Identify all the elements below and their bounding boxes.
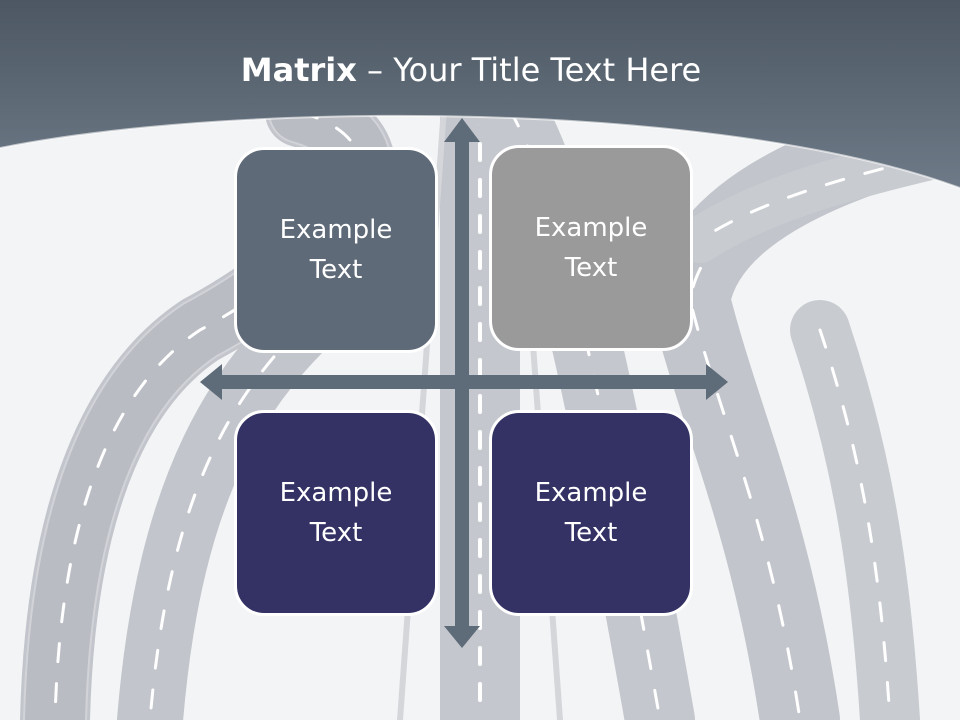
title-rest: – Your Title Text Here [356,51,702,89]
right-arrowhead [706,364,728,400]
vertical-axis [455,140,469,630]
bottom-arrowhead [444,626,480,648]
quadrant-bottom-right: Example Text [489,410,693,616]
quadrant-bottom-left: Example Text [234,410,438,616]
quadrant-top-right: Example Text [489,145,693,351]
title-bold: Matrix [240,51,357,89]
quadrant-top-left: Example Text [234,147,438,353]
top-arrowhead [444,118,480,142]
left-arrowhead [200,364,222,400]
slide-title: Matrix – Your Title Text Here [0,48,942,92]
